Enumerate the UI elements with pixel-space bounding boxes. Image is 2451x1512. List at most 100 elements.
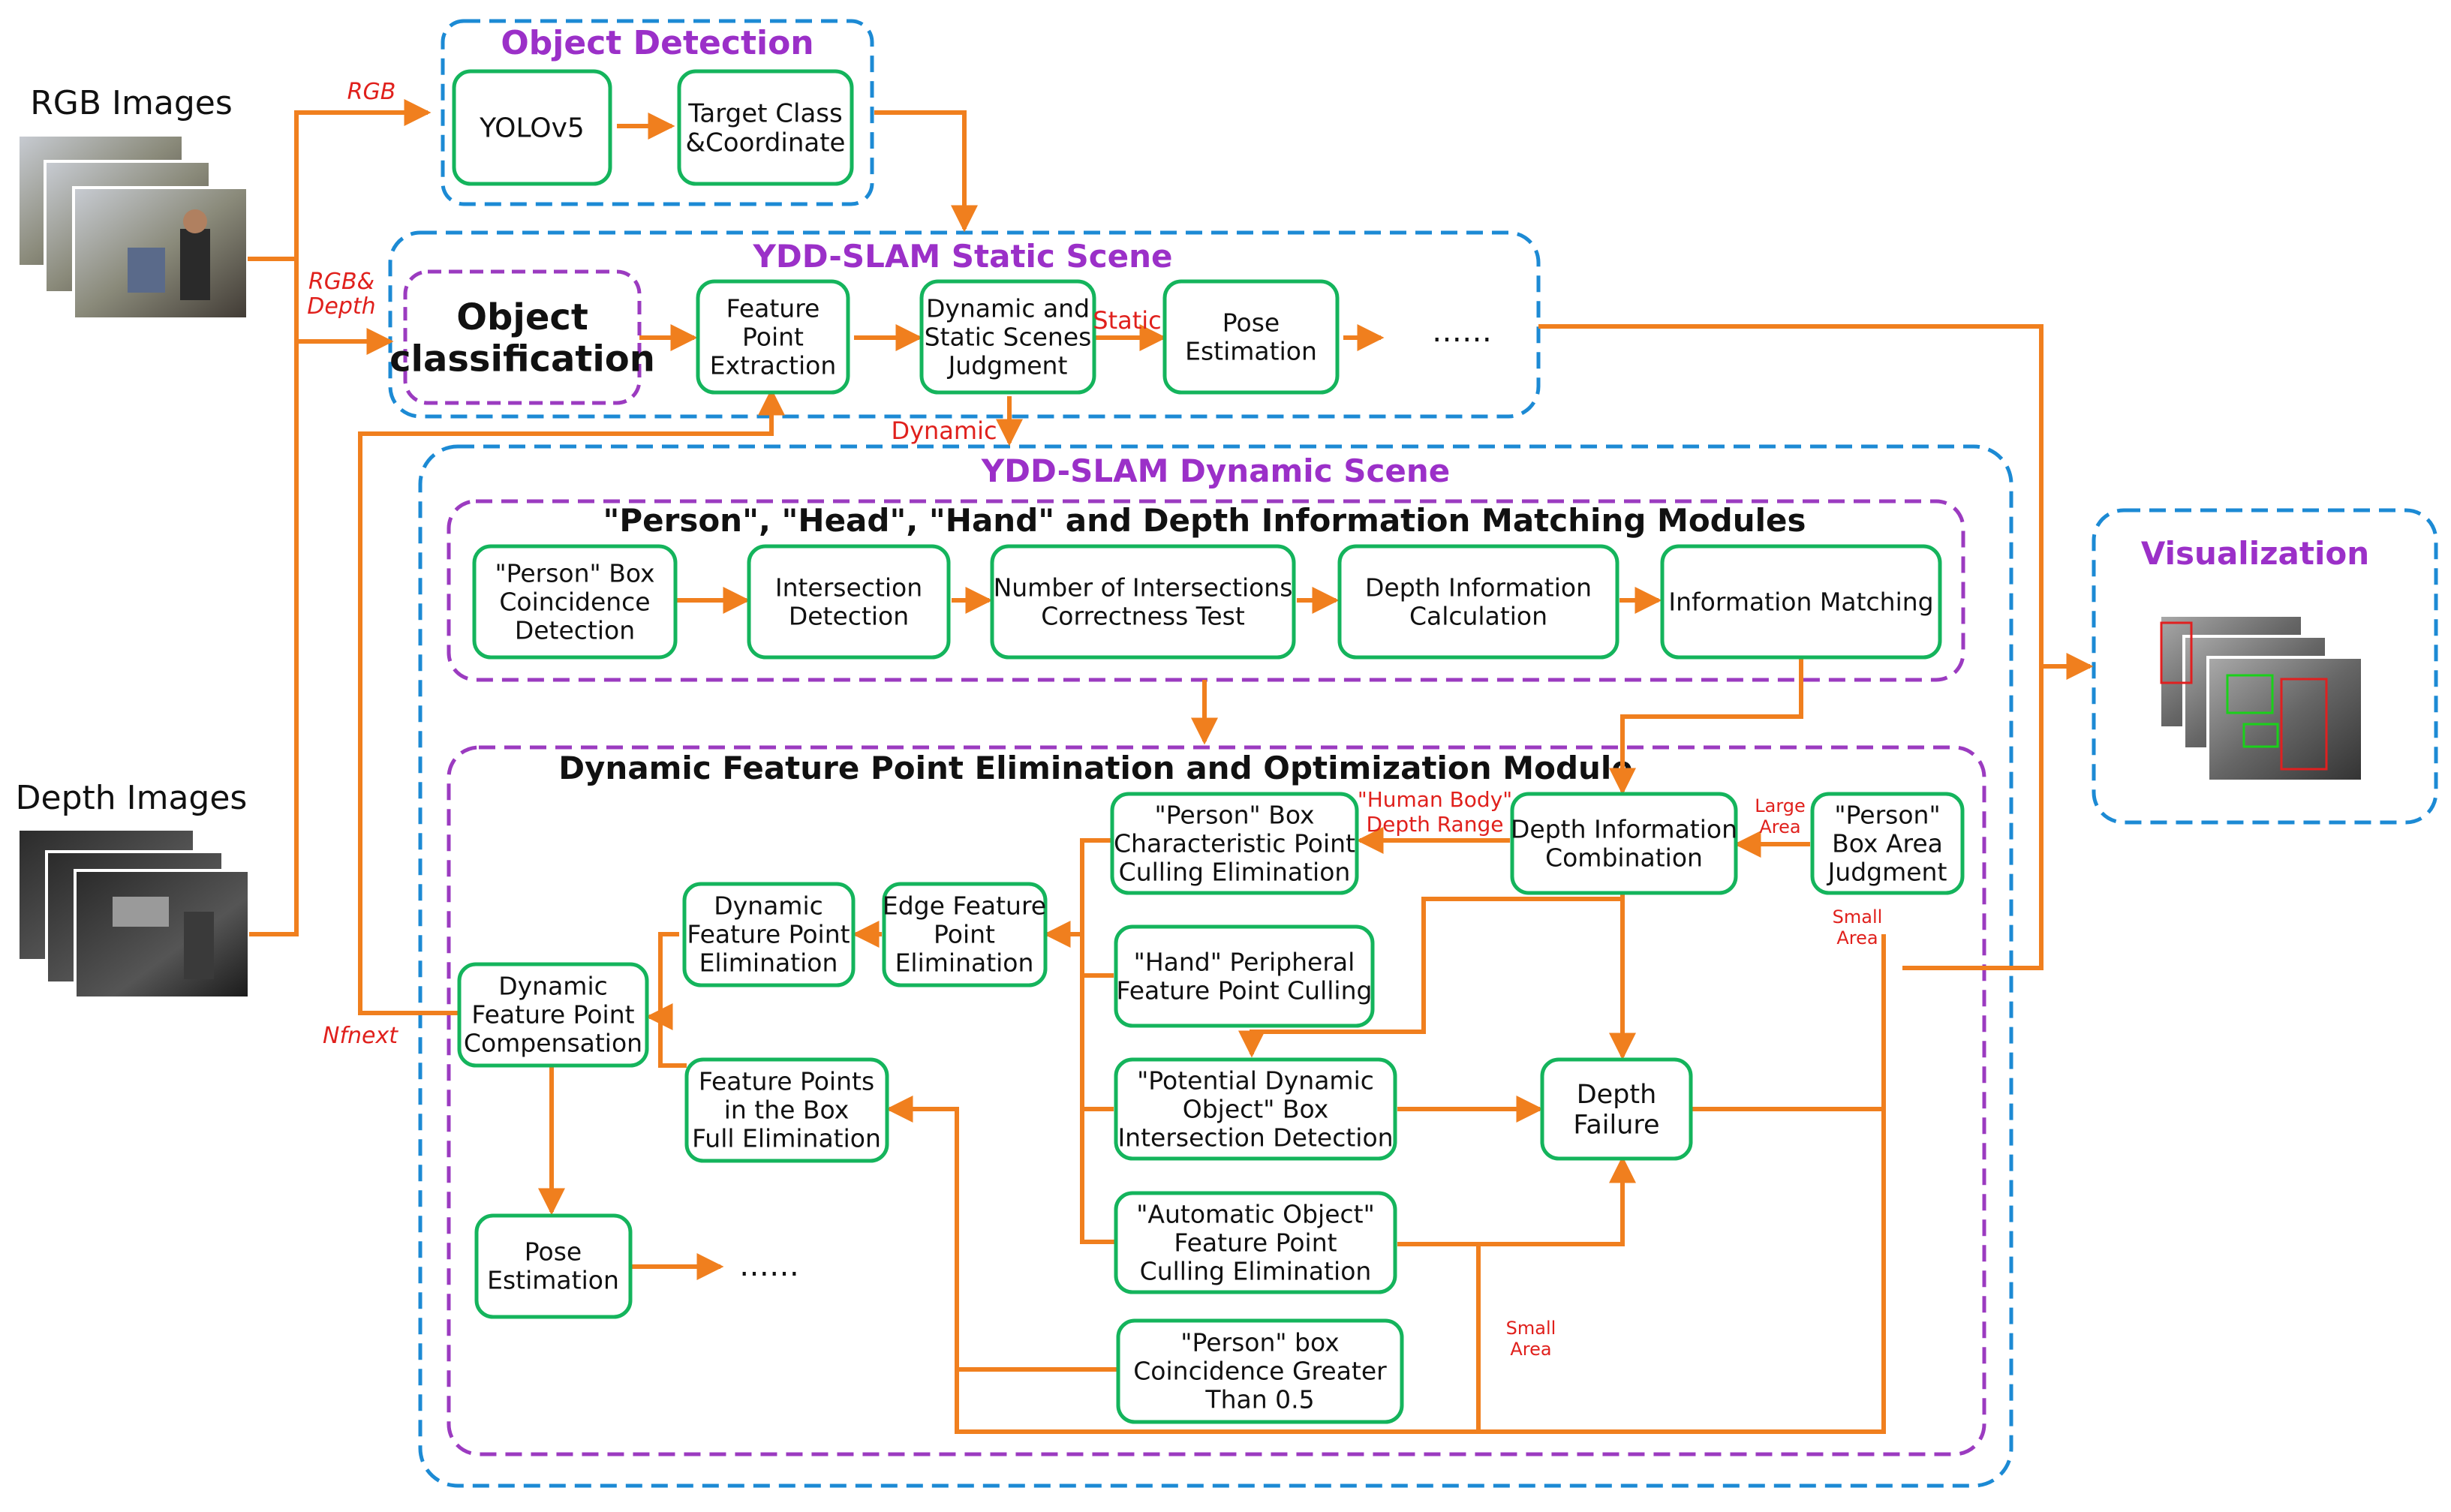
edge-label-rgbd-1: RGB& bbox=[308, 269, 374, 295]
automatic-object-label-line-3: Culling Elimination bbox=[1140, 1257, 1372, 1286]
arrow-combination-to-potential bbox=[1238, 889, 1625, 1058]
judgment-node bbox=[919, 279, 1096, 395]
pose-static-node bbox=[1162, 279, 1340, 395]
object-classification-label-line-1: Object bbox=[456, 296, 588, 338]
intersections-test-label-line-2: Correctness Test bbox=[1041, 602, 1245, 631]
edge-label-small-area-b1: Small bbox=[1506, 1318, 1556, 1339]
line-personbox-trunk bbox=[1080, 838, 1117, 1244]
person-box-area-label-line-2: Box Area bbox=[1832, 829, 1943, 858]
static-scene-frame bbox=[388, 230, 1541, 419]
depth-failure-label-line-2: Failure bbox=[1573, 1110, 1659, 1140]
elimination-module-frame bbox=[447, 745, 1986, 1456]
intersection-detection-node bbox=[747, 544, 951, 660]
elimination-module-title: Dynamic Feature Point Elimination and Op… bbox=[558, 750, 1633, 786]
dynamic-fp-elim-label-line-2: Feature Point bbox=[687, 920, 850, 949]
automatic-object-label-line-1: "Automatic Object" bbox=[1136, 1200, 1375, 1229]
feature-point-extraction-label-line-2: Point bbox=[742, 323, 804, 352]
hand-culling-label-line-1: "Hand" Peripheral bbox=[1134, 948, 1355, 977]
depth-failure-node bbox=[1540, 1057, 1693, 1161]
line-static-to-vis bbox=[1538, 324, 2044, 970]
rgb-images-title: RGB Images bbox=[30, 84, 233, 122]
potential-dynamic-node bbox=[1114, 1057, 1397, 1161]
intersections-test-label-line-1: Number of Intersections bbox=[994, 573, 1293, 603]
target-class-label-line-1: Target Class bbox=[687, 98, 842, 128]
fullelim-node bbox=[684, 1057, 889, 1163]
person-box-culling-label-line-2: Characteristic Point bbox=[1114, 829, 1355, 858]
edge-label-dynamic: Dynamic bbox=[891, 416, 997, 445]
dynamic-static-judgment-label-line-2: Static Scenes bbox=[925, 323, 1092, 352]
feature-point-extraction-label-line-3: Extraction bbox=[710, 351, 836, 380]
edge-label-rgbd-2: Depth bbox=[307, 293, 375, 320]
dynamic-fp-comp-label-line-1: Dynamic bbox=[498, 972, 608, 1001]
person-box-area-label-line-3: Judgment bbox=[1827, 858, 1947, 887]
dynamic-static-judgment-label-line-3: Judgment bbox=[947, 351, 1068, 380]
visualization-frame bbox=[2092, 508, 2438, 825]
connectors bbox=[248, 99, 2094, 1434]
person-area-node bbox=[1810, 792, 1965, 895]
pose-estimation-static-label-line-2: Estimation bbox=[1185, 337, 1317, 366]
dynamic-fp-comp-label-line-3: Compensation bbox=[464, 1029, 642, 1058]
person-box-coincidence-label-line-2: Coincidence bbox=[499, 588, 650, 617]
arrow-target-to-static bbox=[874, 110, 978, 233]
object-classification-label-line-2: classification bbox=[389, 338, 655, 380]
dynamic-elim-node bbox=[682, 882, 856, 987]
potential-dynamic-label-line-2: Object" Box bbox=[1183, 1095, 1329, 1124]
dynamic-ellipsis: …… bbox=[739, 1249, 799, 1283]
fp-box-full-elim-label-line-1: Feature Points bbox=[699, 1067, 874, 1096]
arrow-rgb-to-detection bbox=[248, 99, 432, 261]
compensation-node bbox=[457, 962, 649, 1068]
edge-label-small-area-r2: Area bbox=[1836, 927, 1878, 948]
depth-failure-label-line-1: Depth bbox=[1577, 1080, 1657, 1110]
info-matching-label-line-1: Information Matching bbox=[1668, 588, 1933, 617]
automatic-object-node bbox=[1114, 1191, 1397, 1294]
line-fullelim-to-compensation bbox=[658, 1017, 687, 1068]
person-box-greater-label-line-1: "Person" box bbox=[1180, 1328, 1339, 1357]
intersection-detection-label-line-1: Intersection bbox=[775, 573, 922, 603]
depth-calc-node bbox=[1337, 544, 1619, 660]
person-culling-node bbox=[1110, 792, 1359, 895]
dynamic-fp-elim-label-line-3: Elimination bbox=[699, 948, 838, 978]
edge-feature-elim-label-line-3: Elimination bbox=[895, 948, 1034, 978]
arrow-info-to-combination bbox=[1609, 657, 1803, 795]
edge-label-small-area-b2: Area bbox=[1510, 1339, 1551, 1360]
fp-box-full-elim-label-line-2: in the Box bbox=[724, 1096, 850, 1125]
hand-culling-node bbox=[1114, 924, 1375, 1028]
depth-combination-node bbox=[1510, 792, 1738, 895]
pose-estimation-dynamic-label-line-1: Pose bbox=[525, 1237, 582, 1267]
dynamic-fp-comp-label-line-2: Feature Point bbox=[471, 1000, 634, 1030]
pose-estimation-dynamic-label-line-2: Estimation bbox=[487, 1266, 619, 1295]
potential-dynamic-label-line-3: Intersection Detection bbox=[1117, 1123, 1393, 1153]
person-box-greater-label-line-2: Coincidence Greater bbox=[1133, 1357, 1387, 1386]
edge-label-nfnext: Nfnext bbox=[323, 1023, 398, 1049]
pose-estimation-static-label-line-1: Pose bbox=[1222, 308, 1280, 338]
person-box-culling-label-line-1: "Person" Box bbox=[1154, 801, 1314, 830]
arrow-rgbd-to-static bbox=[248, 257, 394, 355]
pose-dynamic-node bbox=[474, 1213, 633, 1319]
visualization-image-stack bbox=[2158, 614, 2364, 783]
arrow-automatic-to-depthfailure bbox=[1397, 1156, 1636, 1246]
automatic-object-label-line-2: Feature Point bbox=[1174, 1228, 1337, 1258]
edge-label-static: Static bbox=[1093, 306, 1162, 335]
edge-label-rgb: RGB bbox=[347, 79, 396, 105]
arrow-dynamic-to-compensation bbox=[645, 932, 679, 1030]
target-class-node bbox=[677, 69, 854, 186]
person-box-greater-label-line-3: Than 0.5 bbox=[1204, 1385, 1314, 1414]
info-matching-node bbox=[1660, 544, 1942, 660]
fp-box-full-elim-label-line-3: Full Elimination bbox=[692, 1124, 881, 1153]
static-scene-title: YDD-SLAM Static Scene bbox=[753, 238, 1173, 275]
person-box-culling-label-line-3: Culling Elimination bbox=[1119, 858, 1351, 887]
edge-label-small-area-r1: Small bbox=[1833, 906, 1883, 927]
dynamic-fp-elim-label-line-1: Dynamic bbox=[714, 891, 823, 921]
depth-images-title: Depth Images bbox=[16, 779, 248, 817]
edge-label-large-area-1: Large bbox=[1755, 795, 1806, 816]
edge-elim-node bbox=[882, 882, 1048, 987]
visualization-title: Visualization bbox=[2141, 535, 2369, 572]
matching-modules-title: "Person", "Head", "Hand" and Depth Infor… bbox=[603, 502, 1806, 539]
target-class-label-line-2: &Coordinate bbox=[686, 128, 846, 158]
arrow-nfnext-loop bbox=[358, 388, 785, 1015]
feature-point-extraction-label-line-1: Feature bbox=[726, 294, 820, 323]
person-box-coincidence-label-line-3: Detection bbox=[515, 616, 635, 645]
